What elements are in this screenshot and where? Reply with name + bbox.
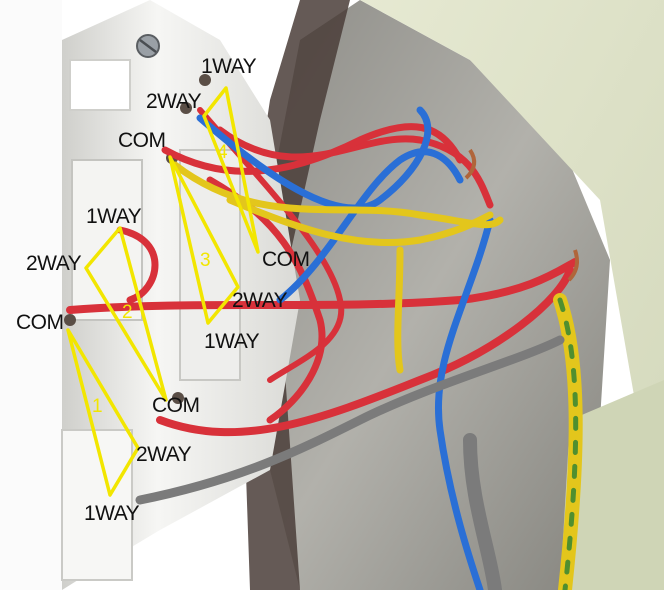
- switch-1-com-label: COM: [16, 311, 64, 334]
- terminal-labels: COM 2WAY 1WAY 1WAY 2WAY COM COM 2WAY 1WAY 1WAY 2WA…: [16, 55, 310, 525]
- switch-2-number: 2: [122, 302, 133, 323]
- switch-2-com-label: COM: [152, 394, 200, 417]
- switch-3-number: 3: [200, 250, 211, 271]
- switch-2-oneway-label: 1WAY: [86, 205, 142, 228]
- switch-1-wiring-triangle: [66, 328, 140, 497]
- switch-4-oneway-label: 1WAY: [201, 55, 257, 78]
- face-plate-lower: [560, 380, 664, 590]
- switch-1-number: 1: [92, 396, 103, 417]
- face-plate: [360, 0, 664, 590]
- switch-3-twoway-label: 2WAY: [232, 289, 288, 312]
- switch-2-wiring-triangle: [84, 226, 168, 402]
- switch-1-oneway-label: 1WAY: [84, 502, 140, 525]
- copper-crimps: [464, 148, 579, 282]
- switch-1-twoway-label: 2WAY: [136, 443, 192, 466]
- switch-3-oneway-label: 1WAY: [204, 330, 260, 353]
- switch-2-twoway-label: 2WAY: [26, 252, 82, 275]
- switch-3-com-label: COM: [118, 129, 166, 152]
- switch-4-number: 4: [217, 142, 228, 163]
- left-wall-edge: [0, 0, 62, 590]
- annotation-lines: [66, 86, 260, 497]
- switch-4-twoway-label: 2WAY: [146, 90, 202, 113]
- screw-head: [136, 34, 160, 58]
- switch-4-wiring-triangle: [202, 86, 260, 254]
- switch-4-com-label: COM: [262, 248, 310, 271]
- annotation-numbers: 1 2 3 4: [92, 142, 228, 417]
- wires: [66, 106, 583, 590]
- switch-3-wiring-triangle: [168, 155, 240, 325]
